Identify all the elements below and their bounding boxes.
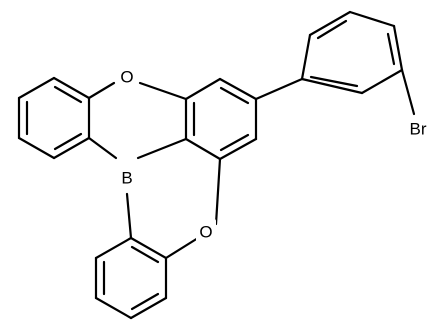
bond xyxy=(138,81,188,101)
bond xyxy=(129,296,168,320)
bond xyxy=(129,236,168,260)
oxygen-atom-lower: O xyxy=(196,219,216,243)
bond xyxy=(17,136,56,160)
atom-label-o1: O xyxy=(120,68,133,87)
bond xyxy=(392,24,404,72)
bromine-atom: Br xyxy=(402,118,434,140)
bond xyxy=(53,132,83,151)
bond xyxy=(214,157,222,226)
bond xyxy=(94,296,133,320)
oxygen-atom-upper: O xyxy=(118,66,136,88)
bond xyxy=(130,245,160,264)
bond xyxy=(125,192,133,240)
bond xyxy=(308,10,352,37)
boron-atom: B xyxy=(117,164,137,192)
bond xyxy=(300,77,364,95)
bond xyxy=(52,76,91,100)
bond xyxy=(309,75,359,88)
atom-label-o2: O xyxy=(199,223,212,242)
bond xyxy=(386,32,396,66)
bond xyxy=(130,292,160,311)
atom-label-b: B xyxy=(121,169,132,188)
bond xyxy=(254,77,304,101)
bond xyxy=(87,81,116,100)
bond xyxy=(87,136,118,160)
bond xyxy=(400,68,416,116)
bond xyxy=(316,19,348,40)
bond xyxy=(219,86,250,105)
bond xyxy=(218,77,258,101)
bond xyxy=(360,68,404,95)
atom-label-br: Br xyxy=(410,120,427,139)
bond xyxy=(219,133,250,152)
bond xyxy=(300,33,312,81)
bond xyxy=(94,236,133,260)
bond-lines xyxy=(17,10,416,320)
bond xyxy=(136,137,188,160)
bond xyxy=(348,10,396,28)
bond xyxy=(164,236,200,260)
bond xyxy=(53,85,83,104)
bond xyxy=(218,137,258,161)
atom-labels: O O B Br xyxy=(117,66,434,243)
bond xyxy=(17,76,56,100)
bond xyxy=(184,137,222,161)
bond xyxy=(184,77,222,101)
bond xyxy=(52,136,91,160)
